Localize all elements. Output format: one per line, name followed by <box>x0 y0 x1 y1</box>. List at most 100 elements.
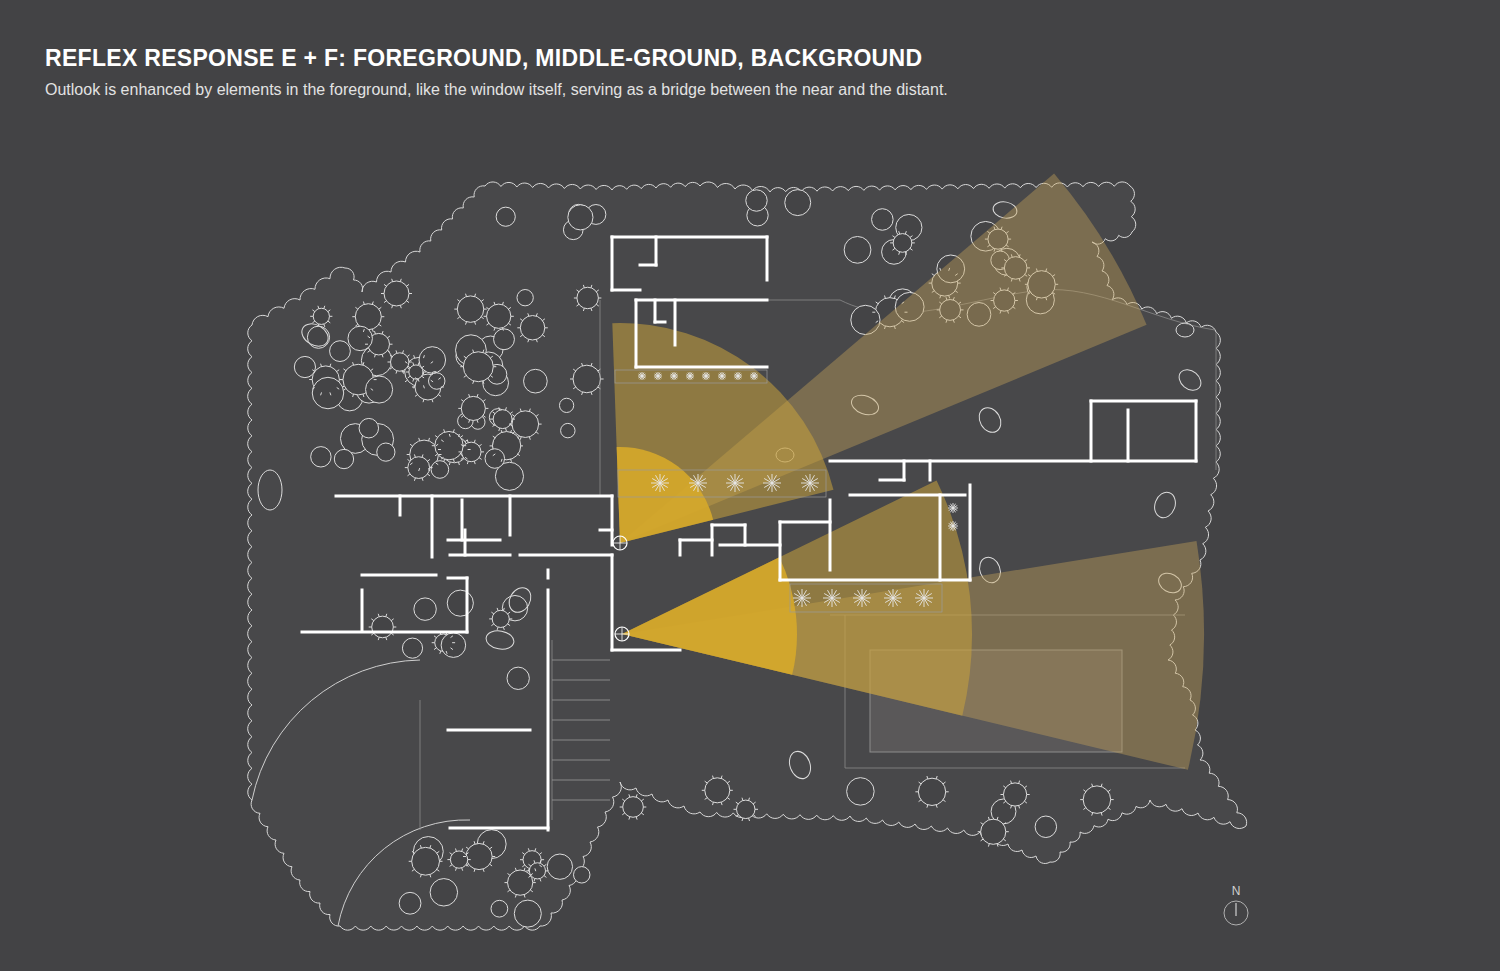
tree-canopy <box>412 847 440 875</box>
tree-spikes <box>365 331 393 357</box>
planting-symbol <box>948 503 958 513</box>
wall <box>600 529 612 532</box>
tree-canopy <box>577 287 598 308</box>
tree-canopy <box>1035 816 1056 837</box>
planting-symbol <box>654 372 662 380</box>
wall <box>635 300 638 367</box>
property-line <box>420 700 421 830</box>
tree-canopy <box>573 365 601 393</box>
north-arrow-needle <box>1235 903 1236 916</box>
shrub <box>786 748 814 781</box>
tree-spikes <box>309 364 342 396</box>
tree-canopy <box>574 867 590 883</box>
tree-canopy <box>366 376 393 403</box>
wall <box>655 321 665 324</box>
tree-canopy <box>491 900 508 917</box>
viewpoint-cross <box>613 536 627 550</box>
tree-canopy <box>430 879 457 906</box>
shrub <box>1176 323 1194 337</box>
planting-symbol <box>638 372 646 380</box>
tree-canopy <box>496 207 515 226</box>
property-line <box>767 300 840 301</box>
stair-tread <box>552 700 610 701</box>
tree-canopy <box>547 854 572 879</box>
stair-tread <box>552 740 610 741</box>
lawn-edge <box>338 820 470 926</box>
planting-symbol <box>853 589 871 607</box>
view-cone <box>622 481 1204 770</box>
shrub <box>1175 365 1205 394</box>
tree-canopy <box>348 326 372 350</box>
tree-spikes <box>352 302 384 332</box>
tree-spikes <box>406 362 426 381</box>
tree-canopy <box>457 296 483 322</box>
planting-symbol <box>823 589 841 607</box>
tree-canopy <box>441 633 466 658</box>
wall <box>850 494 965 497</box>
wall <box>336 495 612 498</box>
wall <box>1127 410 1130 461</box>
wall <box>829 500 832 570</box>
tree-canopy <box>493 410 512 429</box>
tree-canopy <box>520 316 544 340</box>
wall <box>448 539 500 542</box>
tree-canopy <box>419 347 446 374</box>
tree-spikes <box>460 350 496 384</box>
wall <box>680 539 712 542</box>
wall <box>464 530 467 555</box>
tree-canopy <box>507 667 529 689</box>
tree-canopy <box>893 234 912 253</box>
tree-spikes <box>1080 784 1114 816</box>
tree-spikes <box>412 372 444 402</box>
walls <box>302 237 1196 830</box>
wall <box>547 570 550 578</box>
planting-symbol <box>702 372 710 380</box>
tree-canopy <box>307 326 329 348</box>
wall <box>654 300 657 322</box>
tree-canopy <box>981 819 1006 844</box>
wall <box>779 522 782 580</box>
tree-spikes <box>509 409 542 440</box>
tree-canopy <box>312 377 343 408</box>
tree-spikes <box>402 355 437 388</box>
wall <box>361 590 364 630</box>
tree-spikes <box>526 860 548 881</box>
tree-spikes <box>432 632 455 654</box>
planting-symbol <box>670 372 678 380</box>
tree-spikes <box>505 868 536 898</box>
tree-canopy <box>372 616 394 638</box>
planting-bed <box>615 370 767 383</box>
tree-canopy <box>431 461 449 479</box>
tree-canopy <box>311 447 331 467</box>
tree-spikes <box>1001 781 1030 809</box>
tree-canopy <box>1083 786 1111 814</box>
tree-canopy <box>568 205 593 230</box>
stair-tread <box>552 800 610 801</box>
wall <box>509 496 512 535</box>
tree-spikes <box>454 294 487 325</box>
caption: Outlook is enhanced by elements in the f… <box>45 81 1445 99</box>
wall <box>712 524 745 527</box>
shrub <box>298 319 332 350</box>
tree-canopy <box>517 290 533 306</box>
wall <box>744 525 747 545</box>
viewpoint <box>615 627 629 641</box>
tree-spikes <box>574 285 602 311</box>
tree-canopy <box>466 843 492 869</box>
tree-canopy <box>487 304 511 328</box>
tree-canopy <box>872 209 894 231</box>
tree-canopy <box>512 411 539 438</box>
tree-spikes <box>381 279 412 308</box>
tree-spikes <box>409 845 443 877</box>
wall <box>399 496 402 515</box>
stair-tread <box>552 720 610 721</box>
planting-symbol <box>915 589 933 607</box>
tree-canopy <box>524 369 548 393</box>
tree-canopy <box>508 870 533 895</box>
title: REFLEX RESPONSE E + F: FOREGROUND, MIDDL… <box>45 45 1445 72</box>
tree-canopy <box>705 778 730 803</box>
planting-symbol <box>793 589 811 607</box>
tree-spikes <box>369 614 397 640</box>
tree-canopy <box>485 449 505 469</box>
property-line <box>600 300 601 495</box>
